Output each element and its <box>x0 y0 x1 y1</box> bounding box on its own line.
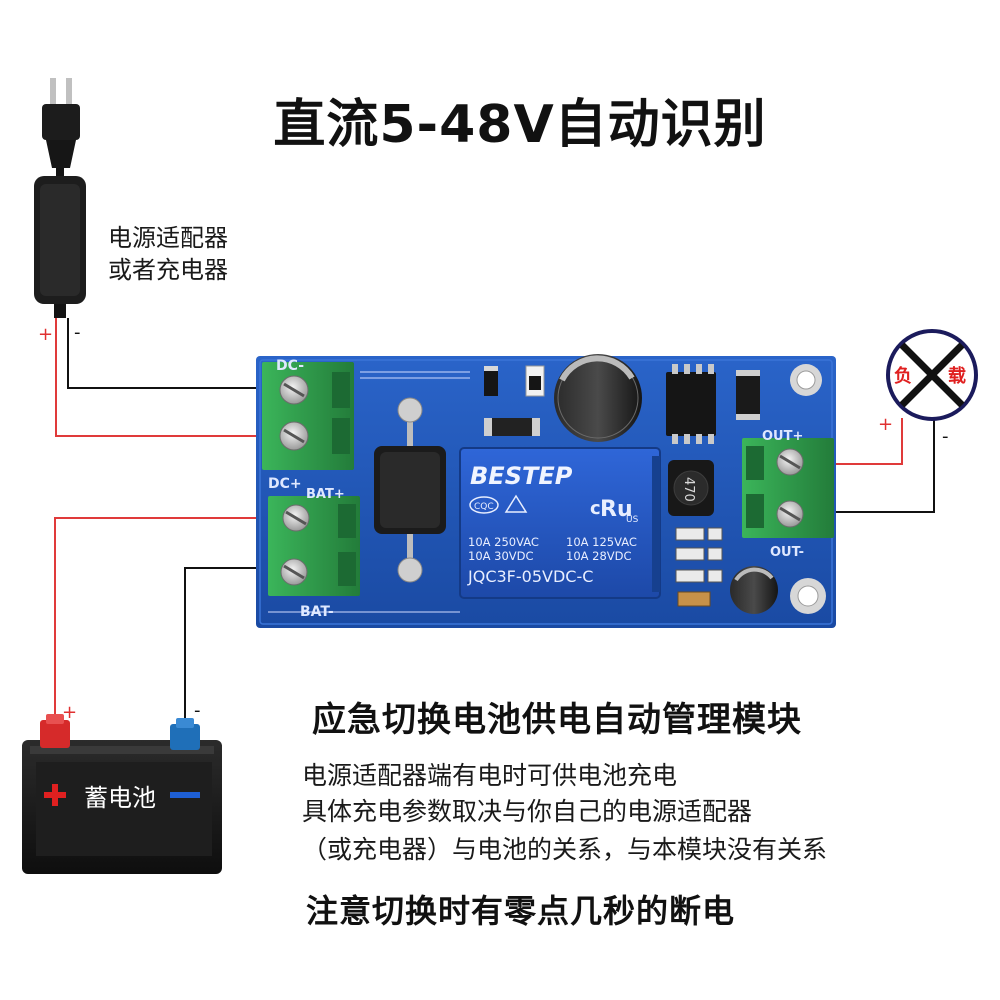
relay-row1-right: 10A 125VAC <box>566 535 637 549</box>
adapter-minus-sign: - <box>74 322 81 343</box>
diode-right <box>736 370 760 420</box>
relay-row2-right: 10A 28VDC <box>566 549 632 563</box>
smd-components <box>675 527 723 607</box>
load-minus-wire <box>800 418 935 513</box>
battery-plus-wire <box>54 517 268 720</box>
ic-chip <box>666 364 716 444</box>
terminal-block-dc <box>262 362 354 470</box>
relay <box>459 447 661 599</box>
battery-minus-wire <box>184 567 268 724</box>
module-heading: 应急切换电池供电自动管理模块 <box>312 700 802 740</box>
relay-cert-right: US <box>626 515 639 525</box>
battery-minus-sign: - <box>194 700 201 721</box>
electrolytic-capacitor <box>554 354 642 442</box>
load-icon <box>886 329 978 421</box>
adapter-label-line2: 或者充电器 <box>108 256 228 284</box>
description-line2: 具体充电参数取决与你自己的电源适配器 <box>302 797 753 826</box>
wall-plug-icon <box>42 78 80 168</box>
adapter-plus-sign: + <box>38 324 54 345</box>
battery-minus-terminal <box>170 724 200 750</box>
load-right-char: 载 <box>948 365 966 387</box>
relay-cert-left: CQC <box>474 502 494 512</box>
battery-plus-terminal <box>40 720 70 748</box>
battery-label: 蓄电池 <box>84 784 156 812</box>
description-line3: （或充电器）与电池的关系，与本模块没有关系 <box>302 835 828 864</box>
diode-smd <box>484 418 540 436</box>
relay-brand: BESTEP <box>470 462 573 490</box>
load-minus-sign: - <box>942 426 949 447</box>
battery-plus-sign: + <box>62 702 78 723</box>
diode-left <box>484 366 498 396</box>
silk-dc-minus: DC- <box>276 358 304 374</box>
page-title: 直流5-48V自动识别 <box>273 95 767 155</box>
relay-ur-mark: Ru <box>600 497 633 522</box>
relay-row2-left: 10A 30VDC <box>468 549 534 563</box>
power-inductor <box>668 460 714 516</box>
silk-dc-plus: DC+ <box>268 476 302 492</box>
adapter-plus-wire <box>55 318 262 437</box>
terminal-block-out <box>742 438 834 538</box>
diode-middle <box>525 365 545 397</box>
terminal-block-bat <box>268 496 360 596</box>
power-adapter-icon <box>34 168 86 318</box>
silk-bat-plus: BAT+ <box>306 487 345 502</box>
relay-row1-left: 10A 250VAC <box>468 535 539 549</box>
adapter-label-line1: 电源适配器 <box>108 224 228 252</box>
battery-icon <box>22 714 222 874</box>
inductor-label: 470 <box>681 477 696 502</box>
load-left-char: 负 <box>894 365 912 387</box>
small-capacitor <box>730 566 778 614</box>
adapter-label: 电源适配器 或者充电器 <box>108 222 228 286</box>
load-plus-sign: + <box>878 414 894 435</box>
description-line1: 电源适配器端有电时可供电池充电 <box>302 761 678 790</box>
warning-heading: 注意切换时有零点几秒的断电 <box>306 892 736 930</box>
silk-out-minus: OUT- <box>770 545 804 560</box>
silk-out-plus: OUT+ <box>762 429 803 444</box>
relay-ul-mark: c <box>590 498 601 519</box>
ferrite-inductor <box>374 397 446 583</box>
relay-model: JQC3F-05VDC-C <box>467 567 593 586</box>
adapter-minus-wire <box>67 318 262 389</box>
silk-bat-minus: BAT- <box>300 604 334 620</box>
